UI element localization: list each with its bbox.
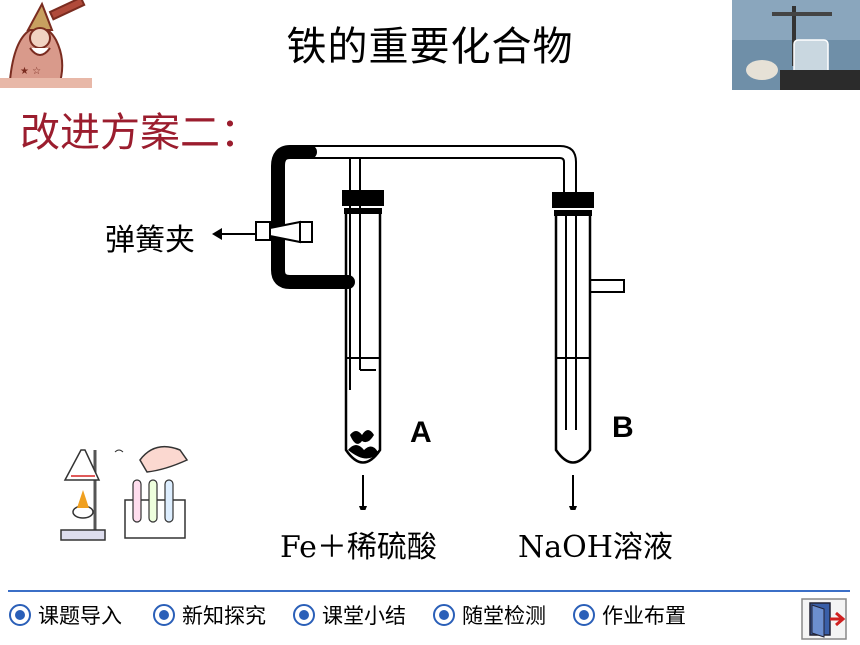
tube-b-caption: NaOH溶液 <box>518 530 673 565</box>
spring-clamp-label: 弹簧夹 <box>105 223 195 258</box>
nav-item-label: 课堂小结 <box>322 604 406 628</box>
target-circle-icon <box>293 604 315 626</box>
target-circle-icon <box>573 604 595 626</box>
nav-divider <box>8 590 850 592</box>
bottom-nav: 课题导入 新知探究 课堂小结 随堂检测 作业布置 <box>8 598 798 632</box>
lab-clipart-icon <box>60 445 189 541</box>
nav-item-homework[interactable]: 作业布置 <box>572 600 686 630</box>
svg-text:★ ☆: ★ ☆ <box>20 66 41 77</box>
tube-b-label: B <box>612 411 634 444</box>
nav-item-label: 作业布置 <box>602 604 686 628</box>
arrow-left-icon <box>212 228 256 240</box>
target-circle-icon <box>153 604 175 626</box>
nav-item-label: 随堂检测 <box>462 604 546 628</box>
nav-item-summary[interactable]: 课堂小结 <box>292 600 406 630</box>
section-subtitle: 改进方案二： <box>20 110 260 156</box>
nav-item-quiz[interactable]: 随堂检测 <box>432 600 546 630</box>
tube-a-caption: Fe＋稀硫酸 <box>280 530 437 565</box>
lab-apparatus-photo <box>732 0 860 90</box>
target-circle-icon <box>9 604 31 626</box>
apparatus-diagram <box>255 145 625 510</box>
target-circle-icon <box>433 604 455 626</box>
nav-item-explore[interactable]: 新知探究 <box>152 600 266 630</box>
page-title: 铁的重要化合物 <box>286 24 574 70</box>
exit-door-icon[interactable] <box>800 597 848 641</box>
nav-item-label: 新知探究 <box>182 604 266 628</box>
nav-item-intro[interactable]: 课题导入 <box>8 600 122 630</box>
astronomer-logo-icon: ★ ☆ <box>0 0 92 88</box>
tube-a-label: A <box>410 416 432 449</box>
nav-item-label: 课题导入 <box>38 604 122 628</box>
